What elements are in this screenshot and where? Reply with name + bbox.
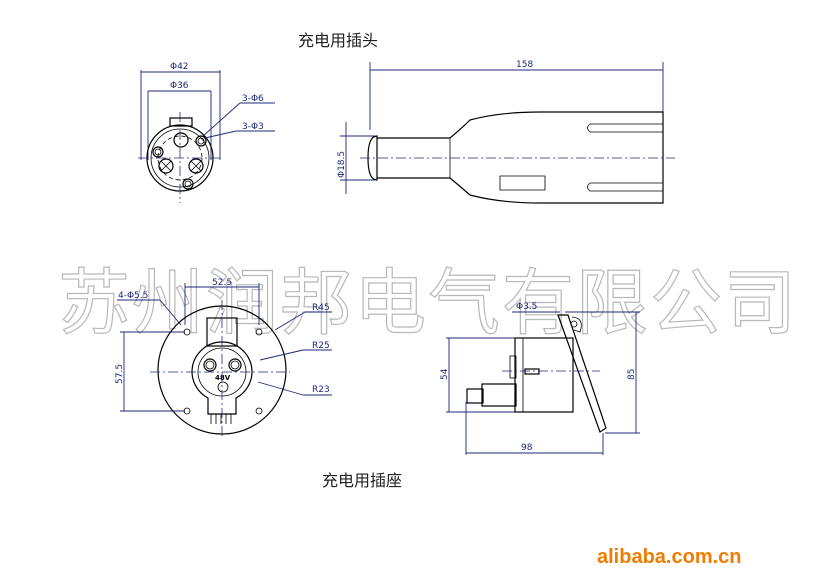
dim-r23: R23 [312, 385, 330, 395]
plug-title: 充电用插头 [298, 31, 378, 50]
dim-body-height: 54 [440, 368, 450, 380]
company-watermark: 苏州润邦电气有限公司 [58, 261, 798, 345]
dim-outer-dia: Φ42 [170, 62, 189, 72]
socket-front-view: 52.5 4-Φ5.5 57.5 48V R45 R25 R23 [115, 278, 332, 438]
dim-length: 158 [516, 60, 533, 70]
dim-tip-dia: Φ18.5 [337, 151, 347, 178]
socket-title: 充电用插座 [322, 471, 402, 490]
alibaba-logo: alibaba.com.cn [597, 546, 742, 568]
dim-r25: R25 [312, 341, 330, 351]
dim-inner-dia: Φ36 [170, 81, 189, 91]
dim-holes-6: 3-Φ6 [242, 94, 264, 104]
dim-hole-spacing-y: 57.5 [115, 364, 125, 384]
dim-r45: R45 [312, 303, 330, 313]
dim-total-height: 85 [627, 369, 637, 380]
plug-side-view: 158 Φ18.5 [337, 60, 675, 204]
plug-front-view: Φ42 Φ36 3-Φ6 3-Φ3 [138, 62, 275, 203]
socket-side-view: Φ3.5 85 54 98 [440, 302, 640, 455]
dim-lid-hole: Φ3.5 [516, 302, 537, 312]
dim-hole-spacing-x: 52.5 [212, 278, 232, 288]
dim-depth: 98 [521, 443, 533, 453]
voltage-mark: 48V [215, 374, 231, 382]
dim-holes-3: 3-Φ3 [242, 122, 264, 132]
dim-mount-holes: 4-Φ5.5 [118, 291, 148, 301]
